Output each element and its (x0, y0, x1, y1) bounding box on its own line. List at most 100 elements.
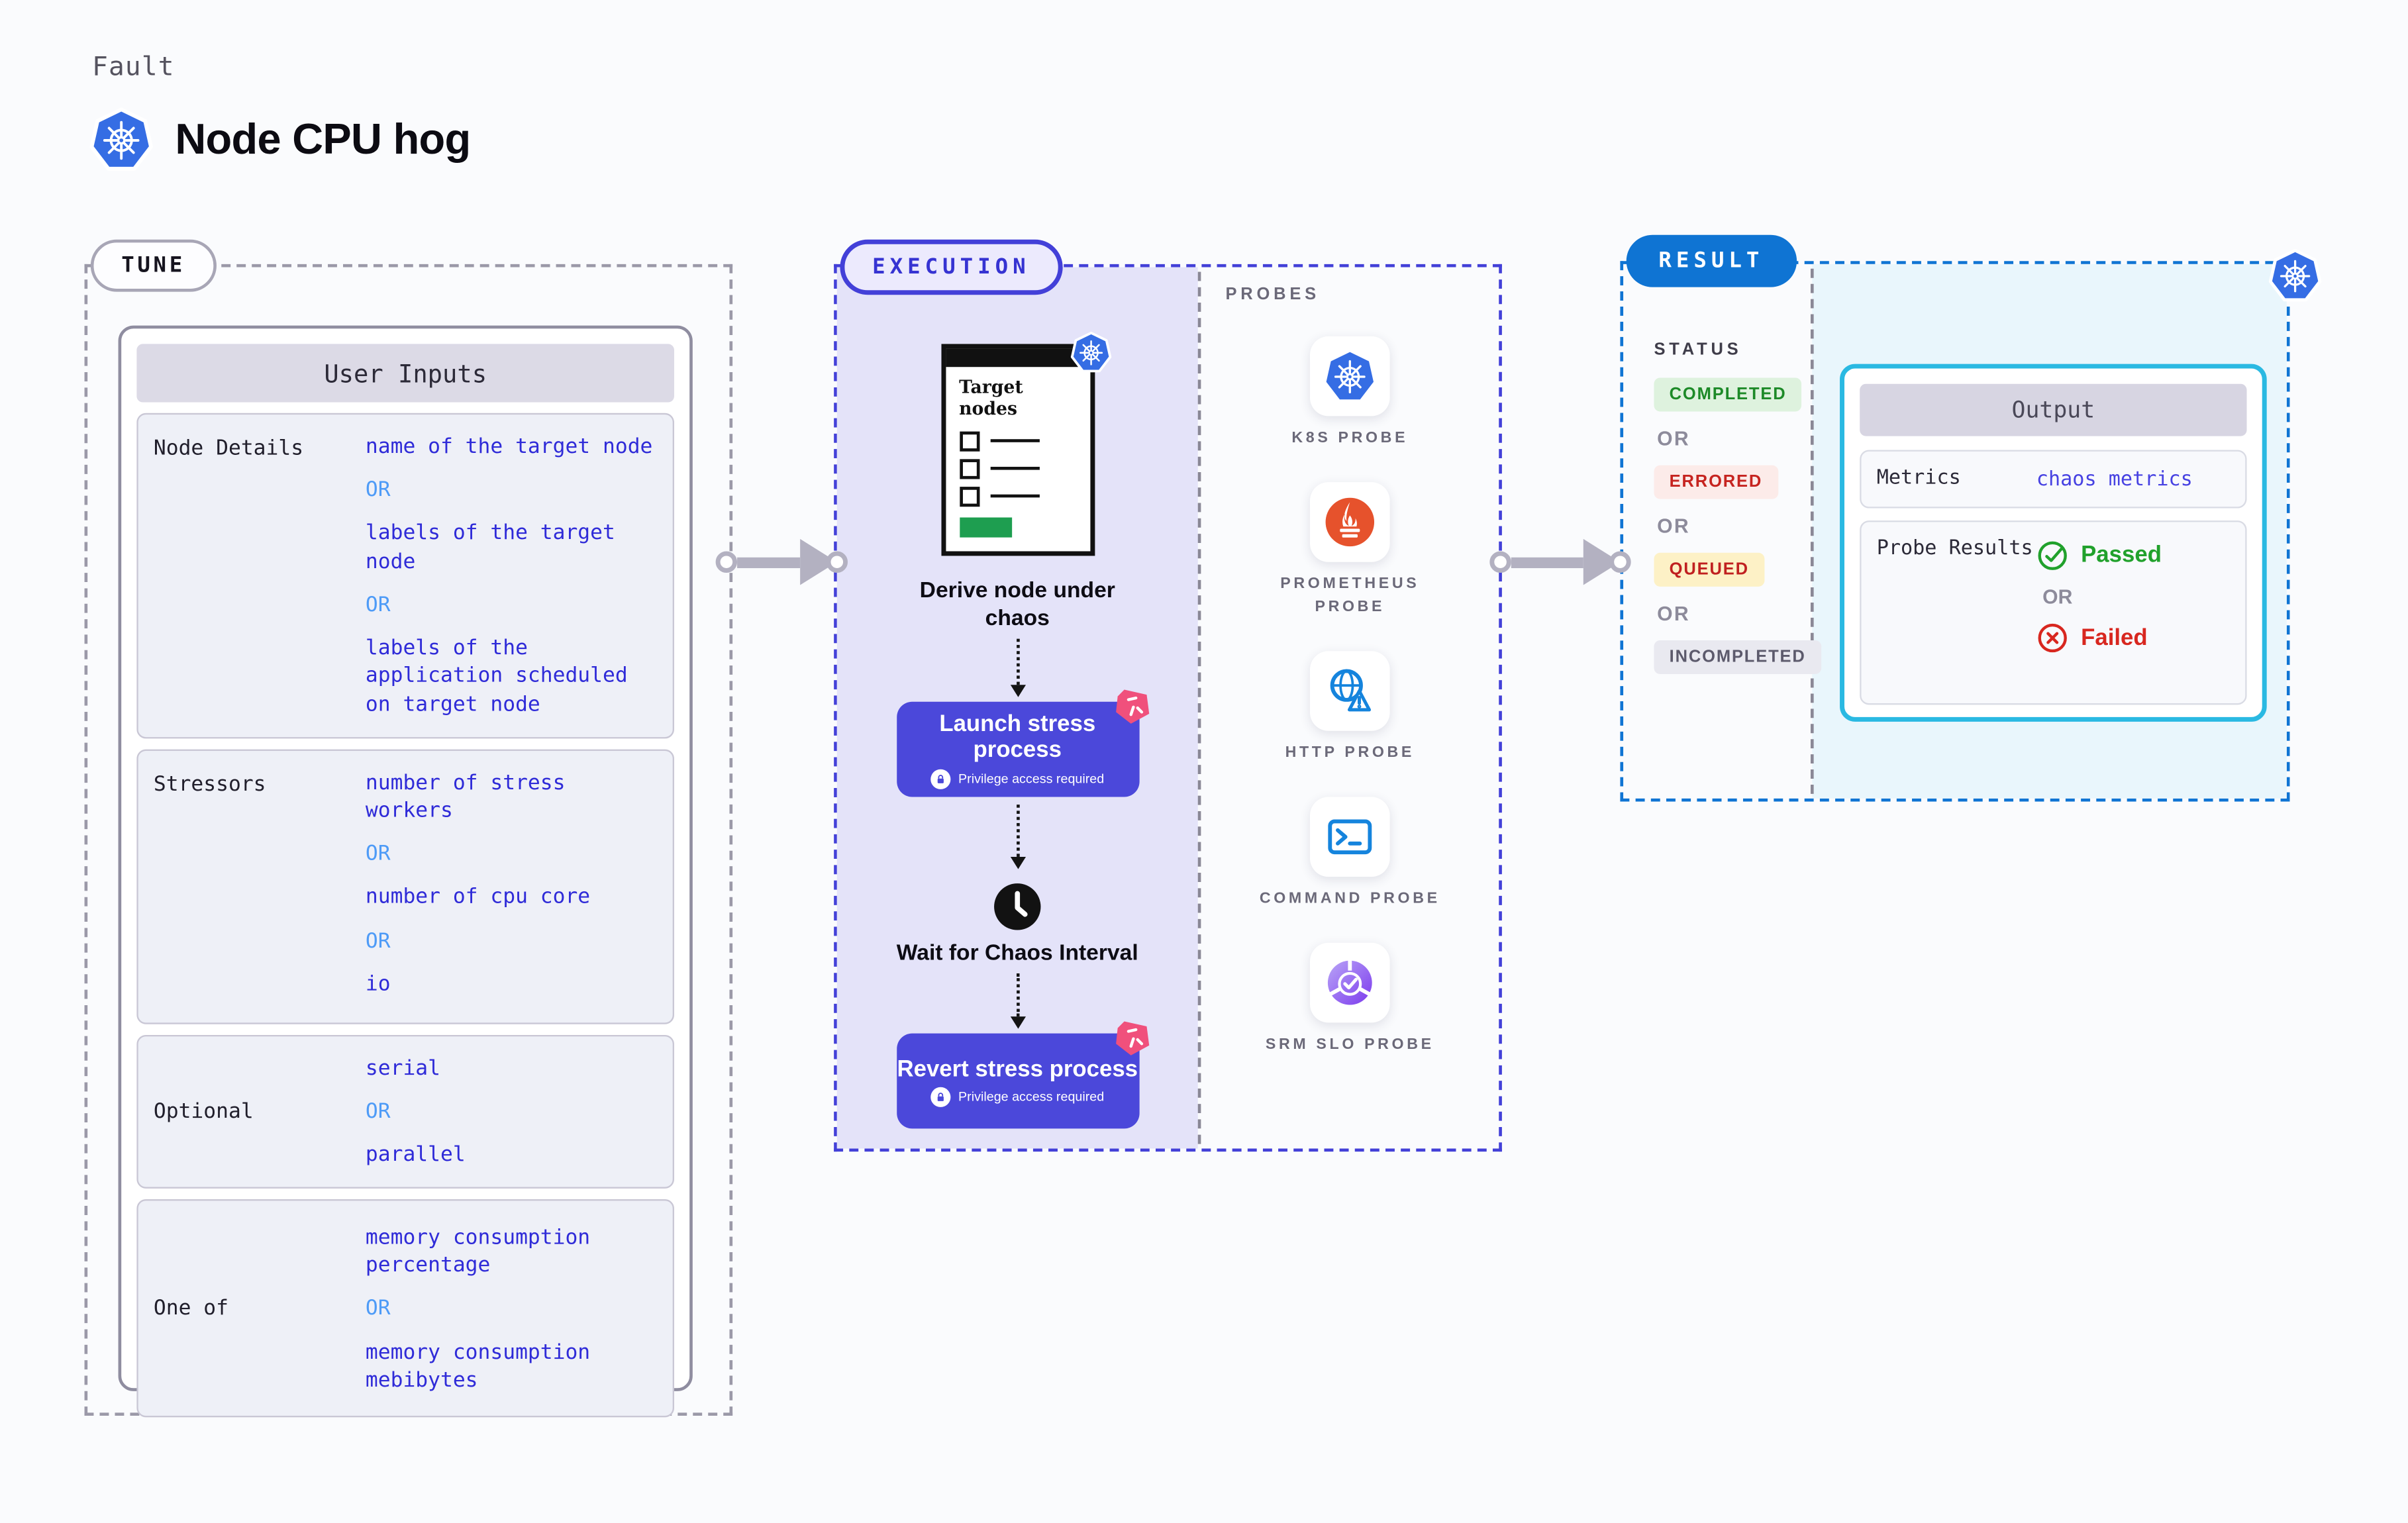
status-badge-queued: QUEUED (1654, 552, 1765, 587)
input-value: serial (365, 1056, 441, 1081)
pinwheel-icon (1111, 1018, 1153, 1060)
probe-card-k8s (1309, 336, 1390, 417)
status-badge-completed: COMPLETED (1654, 377, 1802, 412)
input-row-label: Optional (153, 1099, 254, 1124)
kubernetes-icon (89, 107, 153, 172)
pinwheel-icon (1111, 687, 1153, 728)
input-row-label: Stressors (153, 771, 266, 797)
wait-chaos-label: Wait for Chaos Interval (896, 942, 1138, 967)
prometheus-flame-icon (1323, 495, 1378, 550)
output-title: Output (1860, 383, 2247, 436)
probes-divider (1197, 271, 1201, 1144)
checkbox-icon (959, 486, 979, 507)
metrics-label: Metrics (1876, 467, 1961, 491)
node-checkbox-row (959, 430, 1076, 451)
tune-pill: TUNE (90, 239, 217, 292)
failed-line: Failed (2036, 622, 2162, 654)
probe-caption: PROMETHEUS PROBE (1280, 575, 1420, 616)
or-separator: OR (365, 592, 391, 617)
probes-list: K8S PROBE PROMETHEUS PROBE HTTP PROBE COMMA… (1254, 304, 1446, 1056)
probe-card-srm (1310, 942, 1390, 1023)
probe-caption: K8S PROBE (1291, 430, 1409, 447)
status-badge-incompleted: INCOMPLETED (1654, 640, 1821, 674)
metrics-value: chaos metrics (2036, 467, 2193, 491)
input-value: io (365, 971, 391, 997)
user-inputs-card: User Inputs Node Details name of the targ… (118, 325, 693, 1418)
input-value: number of stress workers (365, 770, 566, 823)
launch-title: Launch stress process (939, 711, 1096, 764)
input-value: labels of the application scheduled on t… (365, 636, 628, 716)
result-divider (1810, 268, 1814, 794)
passed-line: Passed (2036, 539, 2162, 571)
x-circle-icon (2036, 622, 2069, 654)
input-value: number of cpu core (365, 885, 591, 910)
revert-stress-process-button[interactable]: Revert stress process Privilege access r… (896, 1021, 1149, 1129)
lock-icon (930, 768, 951, 789)
launch-stress-process-button[interactable]: Launch stress process Privilege access r… (896, 690, 1149, 798)
clock-icon (992, 882, 1043, 933)
fault-kicker: Fault (92, 52, 175, 83)
or-separator: OR (1657, 426, 1690, 450)
checkbox-icon (959, 458, 979, 479)
probe-item-http: HTTP PROBE (1285, 651, 1415, 765)
probe-item-command: COMMAND PROBE (1260, 797, 1440, 911)
user-inputs-title: User Inputs (136, 344, 674, 403)
connector-dot (715, 551, 738, 573)
check-circle-icon (2036, 539, 2069, 571)
connector-dot (826, 551, 848, 573)
probe-card-command (1309, 797, 1390, 877)
connector-dot (1609, 551, 1631, 573)
probe-item-prometheus: PROMETHEUS PROBE (1254, 482, 1446, 618)
privilege-note: Privilege access required (958, 771, 1105, 787)
output-card: Output Metrics chaos metrics Probe Resul… (1840, 364, 2267, 722)
or-separator: OR (365, 1099, 391, 1124)
or-separator: OR (365, 842, 391, 867)
metrics-row: Metrics chaos metrics (1860, 450, 2247, 509)
input-row-label: One of (153, 1297, 229, 1322)
slo-gauge-check-icon (1323, 955, 1378, 1010)
input-value: name of the target node (365, 434, 653, 460)
probes-panel: PROBES K8S PROBE PROMETHEUS PROBE HTTP PRO… (1201, 267, 1499, 1148)
or-separator: OR (365, 1296, 391, 1321)
probe-caption: SRM SLO PROBE (1265, 1036, 1434, 1054)
kubernetes-icon (2268, 248, 2322, 303)
tune-to-execution-arrow (715, 538, 848, 585)
input-row-label: Node Details (153, 436, 304, 461)
or-separator: OR (365, 928, 391, 954)
target-nodes-title: Target nodes (959, 376, 1023, 419)
flow-arrow-down (1009, 805, 1025, 870)
execution-flow: Target nodes Derive node under chaos Lau… (836, 267, 1198, 1149)
probes-label: PROBES (1225, 285, 1321, 305)
probe-card-http (1310, 651, 1390, 731)
window-titlebar (945, 348, 1090, 368)
input-value: parallel (365, 1142, 466, 1167)
privilege-note: Privilege access required (958, 1089, 1105, 1105)
globe-warning-icon (1323, 663, 1378, 718)
tune-section: TUNE User Inputs Node Details name of the… (84, 239, 733, 1418)
probe-caption: HTTP PROBE (1285, 744, 1415, 762)
result-pill: RESULT (1626, 234, 1797, 287)
terminal-icon (1323, 809, 1378, 864)
node-checkbox-row (959, 486, 1076, 507)
execution-section: EXECUTION Target nodes Derive node under… (834, 239, 1502, 1152)
checkbox-icon (959, 430, 979, 451)
or-separator: OR (1657, 602, 1690, 625)
or-separator: OR (365, 477, 391, 503)
probe-item-srm: SRM SLO PROBE (1265, 942, 1434, 1057)
probe-results-label: Probe Results (1876, 537, 2033, 561)
probe-item-k8s: K8S PROBE (1291, 336, 1408, 450)
or-separator: OR (1657, 514, 1690, 538)
node-checkbox-row (959, 458, 1076, 479)
derive-node-label: Derive node under chaos (919, 578, 1115, 632)
kubernetes-icon (1323, 348, 1378, 403)
probe-results-row: Probe Results Passed OR Failed (1860, 520, 2247, 705)
execution-pill: EXECUTION (840, 239, 1063, 295)
